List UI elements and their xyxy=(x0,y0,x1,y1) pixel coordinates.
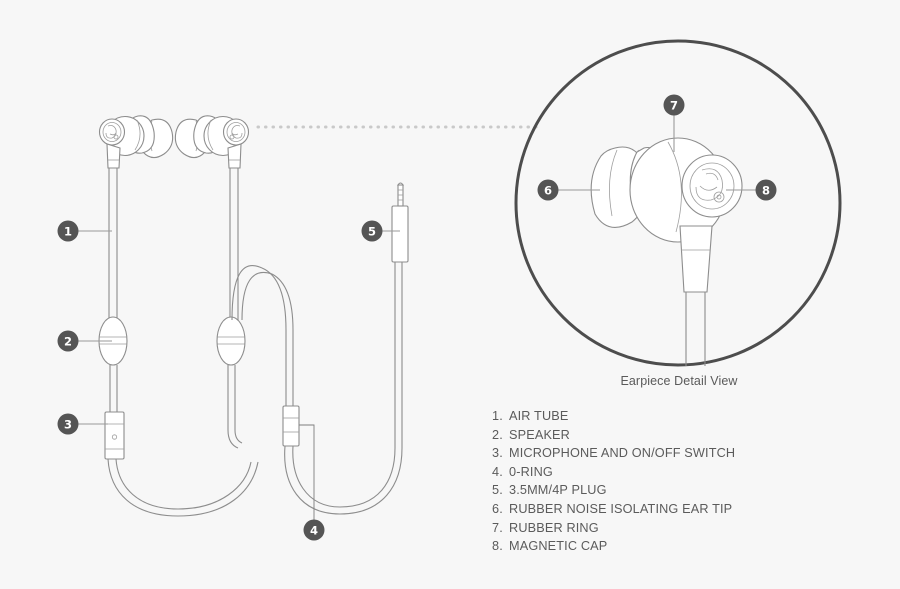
legend-item-2: 2. SPEAKER xyxy=(492,428,822,447)
legend-item-4-label: 0-RING xyxy=(509,464,553,479)
legend-item-7: 7. RUBBER RING xyxy=(492,521,822,540)
detail-magnetic-cap xyxy=(681,154,743,218)
left-speaker-housing xyxy=(98,316,128,366)
callout-badge-1[interactable]: 1 xyxy=(57,220,79,242)
callout-badge-7[interactable]: 7 xyxy=(663,94,685,116)
callout-badge-4[interactable]: 4 xyxy=(303,519,325,541)
legend-item-1-number: 1. xyxy=(492,409,503,423)
callout-badge-5[interactable]: 5 xyxy=(361,220,383,242)
right-speaker-housing xyxy=(216,316,246,366)
right-earbud xyxy=(174,115,250,320)
merged-cable-above-oring xyxy=(231,265,294,406)
callout-badge-3[interactable]: 3 xyxy=(57,413,79,435)
audio-plug xyxy=(391,182,409,263)
legend-item-4-number: 4. xyxy=(492,464,503,479)
detail-view-circle xyxy=(514,39,842,367)
microphone-switch-module xyxy=(104,411,125,460)
legend-item-3-label: MICROPHONE AND ON/OFF SWITCH xyxy=(509,446,736,461)
legend-item-2-label: SPEAKER xyxy=(509,427,570,442)
legend-item-5: 5. 3.5MM/4P PLUG xyxy=(492,483,822,502)
legend-item-6-number: 6. xyxy=(492,501,503,516)
main-cable-to-plug xyxy=(284,262,403,515)
detail-stem xyxy=(679,225,713,293)
left-earbud xyxy=(98,115,174,330)
legend-item-5-number: 5. xyxy=(492,483,503,498)
detail-earpiece xyxy=(590,137,743,366)
leader-line-4 xyxy=(299,424,315,520)
callout-badge-5-label: 5 xyxy=(368,225,376,239)
legend-item-8-label: MAGNETIC CAP xyxy=(509,539,608,554)
callout-badge-6[interactable]: 6 xyxy=(537,179,559,201)
callout-badge-4-label: 4 xyxy=(310,524,318,538)
legend-item-4: 4. 0-RING xyxy=(492,465,822,484)
callout-badge-8[interactable]: 8 xyxy=(755,179,777,201)
callout-badge-6-label: 6 xyxy=(544,184,552,198)
callout-badge-7-label: 7 xyxy=(670,99,678,113)
callout-badge-2-label: 2 xyxy=(64,335,72,349)
right-lower-cable xyxy=(227,365,243,449)
o-ring-slider xyxy=(282,405,300,447)
legend-item-3-number: 3. xyxy=(492,446,503,461)
callout-badge-2[interactable]: 2 xyxy=(57,330,79,352)
legend-item-3: 3. MICROPHONE AND ON/OFF SWITCH xyxy=(492,446,822,465)
legend-item-8-number: 8. xyxy=(492,539,503,554)
callout-badge-1-label: 1 xyxy=(64,225,72,239)
callout-badge-8-label: 8 xyxy=(762,184,770,198)
parts-legend: 1. AIR TUBE 2. SPEAKER 3. MICROPHONE AND… xyxy=(492,409,822,558)
callout-badge-3-label: 3 xyxy=(64,418,72,432)
legend-item-7-label: RUBBER RING xyxy=(509,520,599,535)
detail-view-caption: Earpiece Detail View xyxy=(620,374,738,388)
legend-item-2-number: 2. xyxy=(492,427,503,442)
legend-item-6: 6. RUBBER NOISE ISOLATING EAR TIP xyxy=(492,502,822,521)
legend-item-1-label: AIR TUBE xyxy=(509,409,569,423)
legend-item-6-label: RUBBER NOISE ISOLATING EAR TIP xyxy=(509,501,733,516)
legend-item-5-label: 3.5MM/4P PLUG xyxy=(509,483,607,498)
legend-item-7-number: 7. xyxy=(492,520,503,535)
legend-item-8: 8. MAGNETIC CAP xyxy=(492,539,822,558)
left-main-cable-loop xyxy=(107,458,259,517)
legend-item-1: 1. AIR TUBE xyxy=(492,409,822,428)
